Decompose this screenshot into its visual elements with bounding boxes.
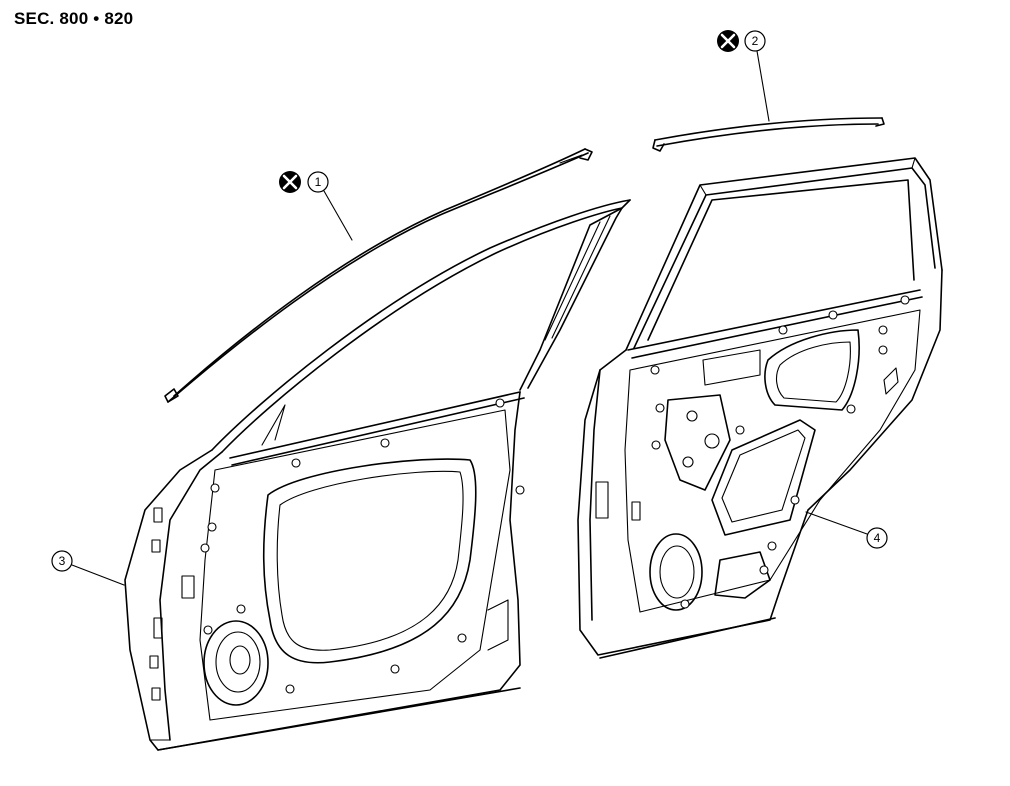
rear-door-outer-moulding [652, 117, 885, 152]
do-not-reuse-icon [279, 171, 301, 193]
callout-3-number: 3 [59, 554, 66, 568]
callout-4-number: 4 [874, 531, 881, 545]
callout-3: 3 [51, 550, 125, 586]
callout-2: 2 [717, 30, 770, 122]
callout-2-number: 2 [752, 34, 759, 48]
callout-1-number: 1 [315, 175, 322, 189]
callout-1: 1 [279, 171, 353, 241]
callout-4: 4 [805, 511, 888, 549]
section-title: SEC. 800 • 820 [14, 9, 134, 28]
rear-door-panel [577, 157, 943, 659]
front-door-outer-moulding [164, 148, 593, 403]
do-not-reuse-icon [717, 30, 739, 52]
front-door-panel [124, 199, 631, 751]
